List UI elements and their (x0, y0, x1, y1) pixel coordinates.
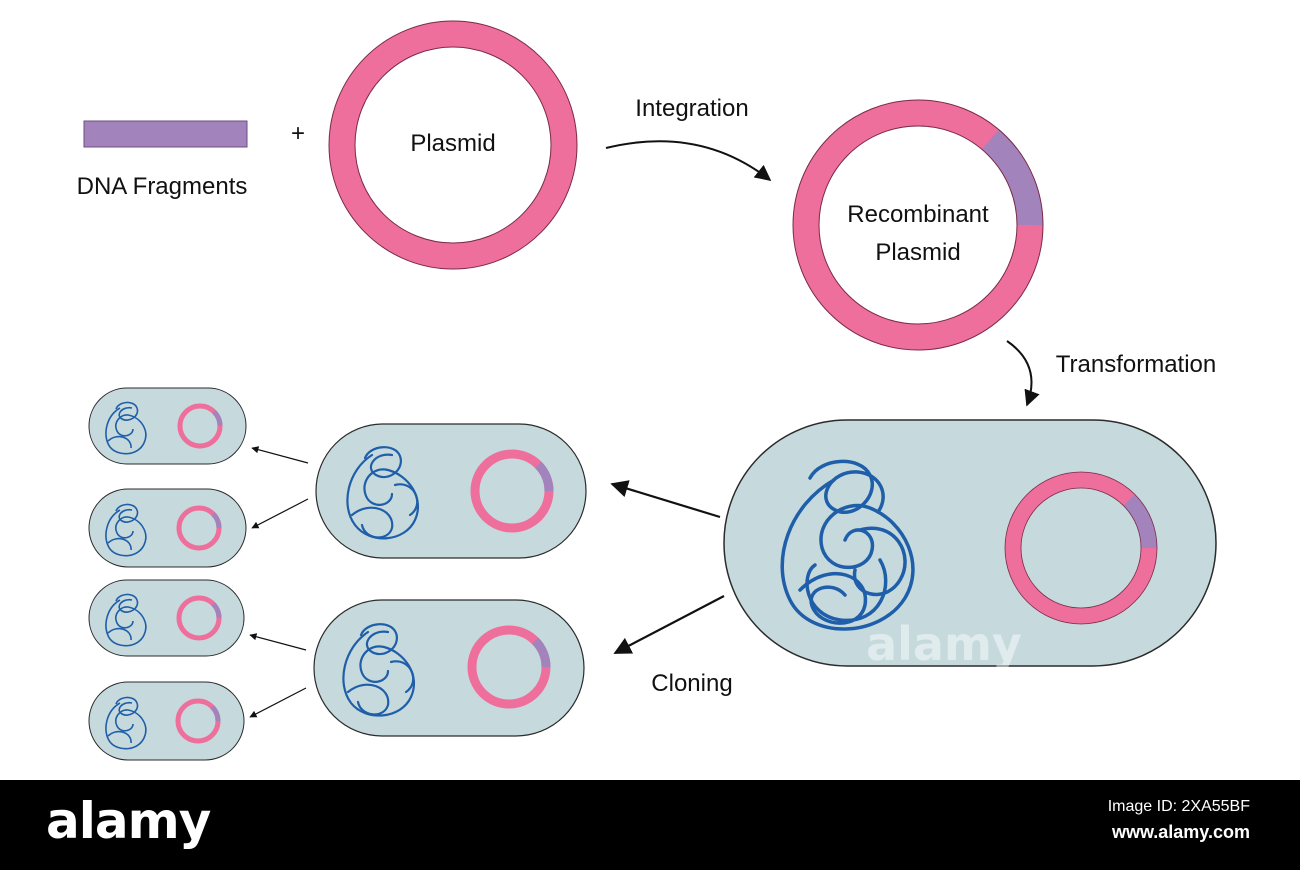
small-arrow-1-icon (251, 446, 309, 464)
cell-plasmid-outline-inner (1020, 487, 1142, 609)
small-arrow-3-icon (249, 633, 307, 651)
cloning-arrow-upper-icon (610, 480, 721, 519)
plasmid-label: Plasmid (410, 130, 495, 157)
medium-cell-lower (313, 599, 585, 737)
site-url-text: www.alamy.com (1111, 822, 1250, 842)
plasmid-insert (211, 602, 222, 619)
watermark-text: alamy (866, 617, 1022, 671)
cloning-label: Cloning (651, 670, 732, 697)
cell-icon (88, 681, 245, 761)
plasmid-ring-outline-inner (354, 46, 552, 244)
dna-fragment-bar (83, 120, 248, 148)
plasmid-insert (212, 410, 223, 427)
plasmid-insert (534, 461, 554, 492)
small-arrow-4-icon (249, 687, 307, 718)
plasmid-ring-outline-outer (328, 20, 578, 270)
small-arrow-2-icon (251, 498, 309, 529)
integration-arrow-icon (605, 140, 772, 181)
dna-fragments-label: DNA Fragments (77, 173, 248, 200)
image-id-text: Image ID: 2XA55BF (1107, 798, 1250, 815)
transformation-arrow-icon (1006, 340, 1040, 407)
chromosome-icon (105, 593, 147, 647)
alamy-logo: alamy (46, 792, 211, 850)
chromosome-icon (105, 401, 147, 455)
cloning-arrow-lower-icon (613, 595, 725, 654)
transformed-cell: alamy (723, 419, 1217, 671)
small-cell-4 (88, 681, 245, 761)
medium-cell-upper (315, 423, 587, 559)
cell-plasmid-insert (1123, 494, 1158, 549)
recombinant-outline-inner (818, 125, 1018, 325)
small-cell-1 (88, 387, 247, 465)
plasmid-insert (531, 637, 551, 668)
plasmid-ring (329, 21, 577, 269)
chromosome-icon (342, 623, 416, 717)
small-cell-3 (88, 579, 245, 657)
transformation-label: Transformation (1056, 351, 1217, 378)
chromosome-icon (346, 446, 420, 540)
cell-icon (88, 488, 247, 568)
stock-footer-bar: alamy Image ID: 2XA55BF www.alamy.com (0, 780, 1300, 870)
recombinant-label-line1: Recombinant (847, 201, 989, 228)
chromosome-icon (105, 503, 147, 557)
small-cell-2 (88, 488, 247, 568)
recombinant-insert-segment (982, 129, 1044, 226)
plasmid-insert (211, 512, 222, 529)
plasmid-insert (210, 705, 221, 722)
cell-plasmid-outline-outer (1004, 471, 1158, 625)
chromosome-icon (780, 459, 915, 631)
integration-label: Integration (635, 95, 748, 122)
recombinant-outline-outer (792, 99, 1044, 351)
recombinant-label-line2: Plasmid (875, 239, 960, 266)
plus-sign: + (291, 120, 305, 147)
chromosome-icon (105, 696, 147, 750)
